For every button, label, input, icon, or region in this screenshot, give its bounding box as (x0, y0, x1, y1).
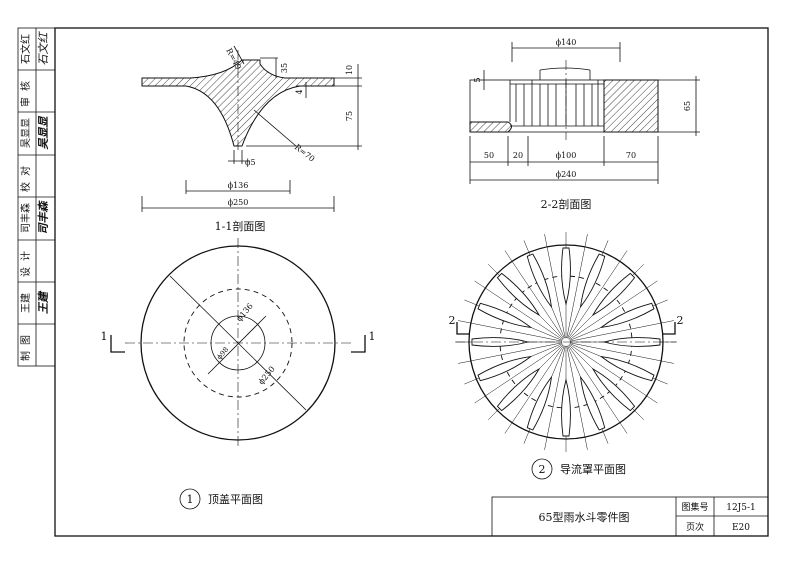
plan-2-guide: 2 2 2 导流罩平面图 (449, 232, 684, 480)
sidebar-sig-5: 司丰森 (37, 200, 50, 235)
guide-radial-line (568, 345, 628, 434)
guide-petals (471, 247, 661, 437)
guide-petal (599, 302, 655, 329)
guide-petal (579, 375, 606, 431)
dim-70: 70 (626, 151, 636, 160)
dim-50: 50 (484, 151, 494, 160)
dim-10: 10 (345, 65, 354, 75)
cut-label-1-left: 1 (101, 330, 108, 343)
dim-d140: ϕ140 (556, 38, 577, 47)
cut-mark-1-left (110, 335, 125, 353)
sidebar-sig-7: 王建 (37, 290, 50, 314)
guide-right-wall (603, 79, 659, 133)
dim-r49: R=49 (224, 47, 243, 71)
title-block: 65型雨水斗零件图 图集号 12J5-1 页次 E20 (491, 496, 769, 537)
plan2-number: 2 (539, 463, 546, 476)
cover-diag-leader-2 (207, 315, 267, 375)
plan1-number: 1 (187, 493, 194, 506)
dim-65: 65 (683, 101, 692, 111)
guide-petal (561, 378, 571, 437)
guide-radial-line (474, 344, 563, 404)
guide-radial-line (566, 234, 588, 339)
dim-5: 5 (473, 77, 482, 82)
atlas-value: 12J5-1 (726, 503, 756, 513)
section-1-1-title: 1-1剖面图 (215, 219, 266, 233)
guide-radial-line (569, 344, 658, 404)
guide-petal (526, 253, 553, 309)
guide-petal (477, 302, 533, 329)
guide-radial-line (544, 234, 566, 339)
page-value: E20 (732, 523, 750, 533)
sidebar-role-8: 制图 (19, 329, 32, 361)
guide-petal (561, 247, 571, 306)
sidebar-sig-1: 石文红 (37, 31, 50, 66)
guide-ribs (509, 67, 604, 127)
sidebar-role-4: 校对 (19, 160, 32, 192)
cover-diag-leader (169, 275, 307, 411)
guide-radial-line (458, 320, 563, 342)
signature-strip: 石文红 石文红 审核 吴显显 吴显显 校对 司丰森 司丰森 设计 王建 王建 制… (17, 27, 56, 367)
dim-d5: ϕ5 (245, 158, 256, 167)
sidebar-role-6: 设计 (19, 245, 32, 277)
dim-d240: ϕ240 (556, 170, 577, 179)
guide-petal (496, 367, 541, 412)
dim-4: 4 (295, 89, 304, 94)
r70-leader (253, 109, 297, 147)
cut-mark-1-right (351, 335, 366, 353)
title-block-title: 65型雨水斗零件图 (539, 510, 630, 524)
guide-radial-line (504, 345, 564, 434)
r49-leader (233, 45, 245, 65)
guide-petal (477, 355, 533, 382)
guide-petal (591, 367, 636, 412)
guide-radial-line (569, 342, 674, 364)
guide-left-lip (469, 121, 512, 133)
cut-label-1-right: 1 (369, 330, 376, 343)
section-2-2-title: 2-2剖面图 (541, 197, 592, 211)
guide-petal (579, 253, 606, 309)
plan1-number-circle (179, 488, 201, 510)
guide-radial-line (569, 280, 658, 340)
guide-radial-line (544, 345, 566, 450)
cut-label-2-left: 2 (449, 314, 456, 327)
section-1-1: R=49 35 4 10 75 R=70 ϕ5 ϕ136 ϕ250 1-1 (141, 45, 362, 233)
dim-20: 20 (513, 151, 523, 160)
plan2-title: 导流罩平面图 (560, 462, 626, 476)
dim-75: 75 (345, 111, 354, 121)
sidebar-sig-3: 吴显显 (37, 116, 50, 150)
guide-radial-line (566, 345, 588, 450)
guide-petal (496, 272, 541, 317)
plan1-title: 顶盖平面图 (208, 492, 263, 506)
plan2-number-circle (531, 458, 553, 480)
plan-1-cover: 1 1 ϕ136 ϕ98 ϕ250 1 顶盖平面图 (101, 238, 376, 510)
guide-petal (526, 375, 553, 431)
dim-d136: ϕ136 (228, 181, 249, 190)
guide-petal (599, 355, 655, 382)
cut-mark-2-right (662, 322, 676, 335)
sidebar-name-7: 王建 (19, 293, 32, 313)
page-label: 页次 (686, 521, 704, 533)
sidebar-name-1: 石文红 (19, 34, 32, 64)
guide-radial-line (568, 250, 628, 339)
section-2-2: ϕ140 5 65 50 20 ϕ100 70 ϕ240 2-2剖面图 (469, 38, 700, 211)
sidebar-role-2: 审核 (19, 75, 32, 107)
dim-d100: ϕ100 (556, 151, 577, 160)
guide-radial-line (504, 250, 564, 339)
dim-35: 35 (280, 63, 289, 73)
guide-radial-line (569, 320, 674, 342)
sidebar-name-3: 吴显显 (20, 118, 32, 148)
guide-radial-line (474, 280, 563, 340)
sidebar-name-5: 司丰森 (19, 203, 32, 233)
guide-petal (591, 272, 636, 317)
cut-mark-2-left (456, 322, 470, 335)
atlas-label: 图集号 (681, 501, 708, 513)
dim-d250: ϕ250 (228, 198, 249, 207)
dim-chain-bottom (469, 136, 659, 184)
guide-radial-line (458, 342, 563, 364)
cut-label-2-right: 2 (677, 314, 684, 327)
